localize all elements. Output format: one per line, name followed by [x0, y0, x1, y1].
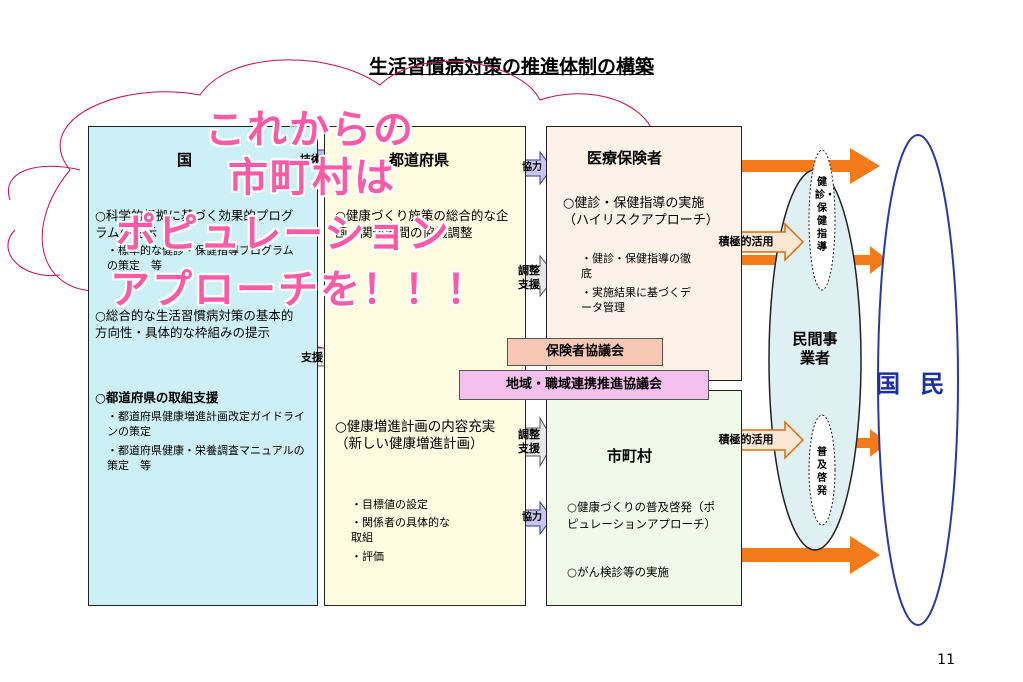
- sekkyoku-katsuyo-label-bottom: 積極的活用: [718, 433, 774, 446]
- overlay-line-3: ポピュレーション: [116, 211, 451, 257]
- kuni-item-3-sub-2: ・都道府県健康・栄養調査マニュアルの策定 等: [107, 444, 305, 472]
- kuni-item-3-sub-1: ・都道府県健康増進計画改定ガイドラインの策定: [107, 410, 305, 438]
- todofuken-sub-2: ・関係者の具体的な取組: [351, 516, 450, 544]
- sekkyoku-katsuyo-label-top: 積極的活用: [718, 235, 774, 248]
- todofuken-sub-1: ・目標値の設定: [351, 498, 428, 511]
- fukyu-keihatsu-vertical: 普及啓発: [817, 447, 827, 497]
- todofuken-sub-3: ・評価: [351, 550, 384, 563]
- kenshin-hokenshido-vertical: 健診・保健指導: [815, 177, 835, 253]
- iryo-header: 医療保険者: [587, 149, 663, 167]
- overlay-line-1: これからの: [205, 107, 415, 153]
- kyoryoku-label-top: 協力: [522, 162, 542, 173]
- shichoson-header: 市町村: [607, 447, 653, 465]
- kuni-item-2: ○総合的な生活習慣病対策の基本的方向性・具体的な枠組みの提示: [95, 308, 294, 340]
- shien-label: 支援: [301, 351, 323, 364]
- gijutsu-label: 技術: [300, 153, 322, 166]
- chiiki-shokuiki-kyogikai: 地域・職域連携推進協議会: [459, 370, 709, 400]
- kuni-item-3: ○都道府県の取組支援: [95, 390, 219, 405]
- shichoson-item-1: ○健康づくりの普及啓発（ポピュレーションアプローチ）: [567, 500, 717, 531]
- kuni-box: 国 ○科学的根拠に基づく効果的プログラムの提示 ・標準的な健診・保健指導プログラ…: [88, 126, 318, 606]
- chosei-shien-label-bottom: 調整支援: [518, 428, 540, 455]
- todofuken-item-2: ○健康増進計画の内容充実（新しい健康増進計画）: [335, 419, 496, 452]
- shichoson-item-2: ○がん検診等の実施: [567, 565, 670, 579]
- todofuken-item-1: ○健康づくり施策の総合的な企画、関係者間の協議調整: [335, 208, 509, 240]
- kyoryoku-label-bottom: 協力: [522, 512, 542, 523]
- todofuken-box: 都道府県 ○健康づくり施策の総合的な企画、関係者間の協議調整 ○健康増進計画の内…: [324, 126, 526, 606]
- overlay-line-4: アプローチを！！！: [110, 267, 488, 313]
- chosei-shien-label-top: 調整支援: [518, 264, 540, 291]
- kokumin-label: 国 民: [876, 370, 951, 398]
- kuni-item-1-sub: ・標準的な健診・保健指導プログラムの策定 等: [107, 244, 294, 272]
- todofuken-header: 都道府県: [389, 151, 450, 169]
- iryo-item-1: ○健診・保健指導の実施（ハイリスクアプローチ）: [563, 196, 719, 228]
- overlay-line-2: 市町村は: [228, 155, 396, 201]
- page-number: 11: [937, 652, 955, 668]
- iryo-sub-1: ・健診・保健指導の徹底: [581, 252, 691, 280]
- kuni-item-1: ○科学的根拠に基づく効果的プログラムの提示: [95, 208, 294, 240]
- kuni-header: 国: [177, 151, 193, 169]
- iryo-sub-2: ・実施結果に基づくデータ管理: [581, 286, 691, 314]
- shichoson-box: 市町村 ○健康づくりの普及啓発（ポピュレーションアプローチ） ○がん検診等の実施: [546, 390, 742, 606]
- hokensha-kyogikai: 保険者協議会: [507, 338, 663, 366]
- minkan-jigyosha: 民間事業者: [792, 330, 838, 367]
